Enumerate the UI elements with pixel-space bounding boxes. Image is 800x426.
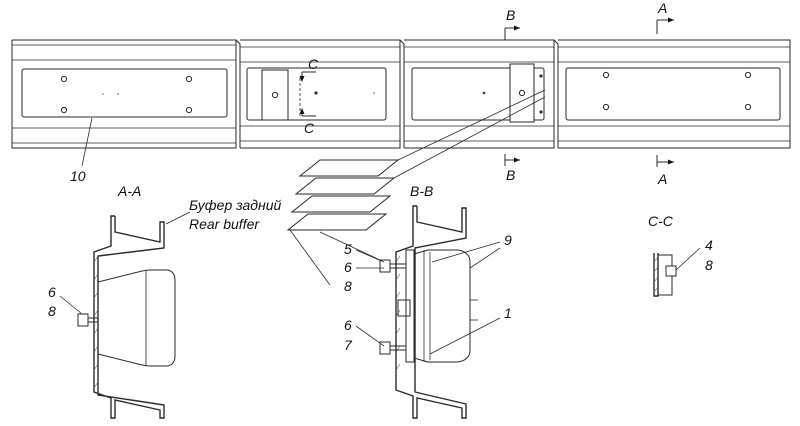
callout-10: 10 — [70, 168, 86, 184]
section-mark-b-bottom: B — [506, 167, 515, 183]
cc-callout-8: 8 — [705, 257, 713, 273]
hatching-aa — [93, 255, 99, 389]
aa-callout-6: 6 — [48, 284, 56, 300]
section-mark-c-bottom: C — [304, 120, 315, 136]
aa-callout-8: 8 — [48, 303, 56, 319]
leader-10: 10 — [70, 117, 93, 184]
section-aa: A-A Буфер задний Rear buffer 6 8 — [48, 183, 281, 419]
buffer-beam — [11, 39, 791, 149]
section-aa-title: A-A — [117, 183, 141, 199]
section-markers: B A B A C C — [299, 0, 674, 187]
bb-callout-6a: 6 — [344, 259, 352, 275]
section-bb-title: B-B — [410, 183, 433, 199]
section-bb: B-B 5 — [344, 183, 512, 419]
section-mark-c-top: C — [308, 56, 319, 72]
section-mark-a-top: A — [657, 0, 667, 16]
buffer-label-ru: Буфер задний — [189, 197, 281, 213]
bb-callout-6b: 6 — [344, 317, 352, 333]
bb-callout-9: 9 — [504, 232, 512, 248]
hatching-bb — [395, 255, 401, 371]
bb-callout-8: 8 — [344, 278, 352, 294]
beam-segment-4 — [553, 39, 791, 149]
buffer-label-en: Rear buffer — [189, 216, 260, 232]
section-mark-a-bottom: A — [657, 171, 667, 187]
section-cc: C-C 4 8 — [648, 213, 713, 297]
hatching-cc — [653, 256, 659, 293]
cc-callout-4: 4 — [705, 237, 713, 253]
bb-callout-1: 1 — [504, 305, 512, 321]
beam-segment-2 — [235, 39, 401, 149]
beam-segment-3 — [399, 39, 555, 149]
section-cc-title: C-C — [648, 213, 674, 229]
bb-callout-5: 5 — [344, 241, 352, 257]
leader-ladder — [286, 89, 546, 286]
beam-segment-1 — [11, 39, 237, 149]
section-mark-b-top: B — [506, 7, 515, 23]
bb-callout-7: 7 — [344, 337, 353, 353]
